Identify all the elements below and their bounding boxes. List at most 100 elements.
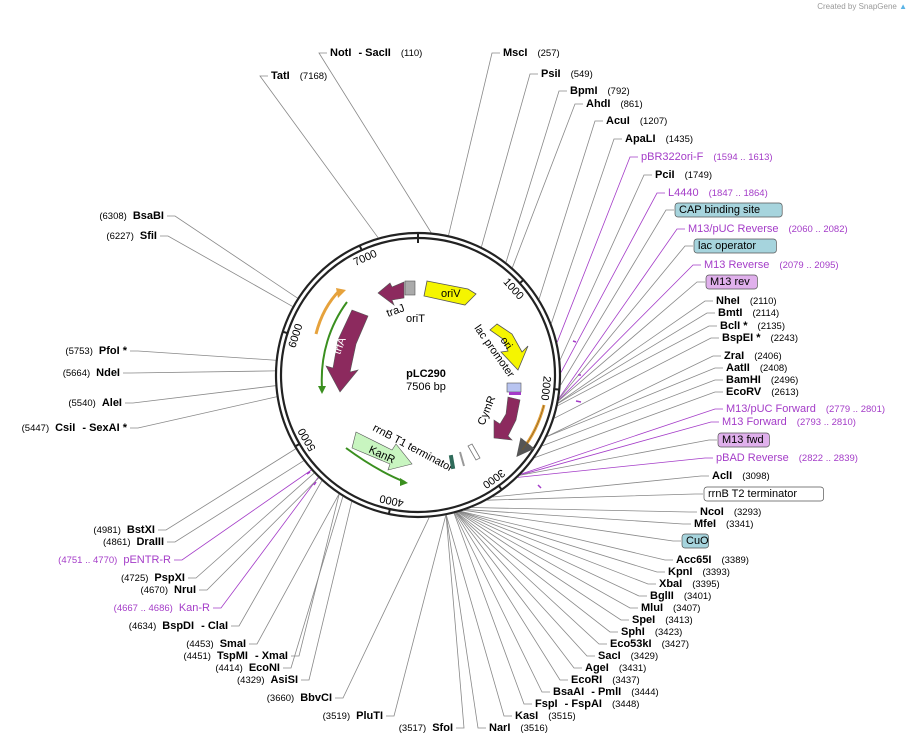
label-text: (3519)PluTI bbox=[323, 710, 383, 722]
tick-5000 bbox=[294, 442, 301, 448]
label-kpni: KpnI(3393) bbox=[668, 566, 730, 578]
label-sfii: (6227)SfiI bbox=[106, 230, 157, 242]
label-text: BamHI(2496) bbox=[726, 374, 798, 386]
green-orf-left bbox=[320, 301, 348, 389]
leader-line bbox=[456, 512, 618, 633]
tick-4000 bbox=[387, 507, 392, 515]
label-text: (4667 .. 4686)Kan-R bbox=[114, 602, 210, 614]
leader-line bbox=[505, 90, 567, 263]
label-ecorv: EcoRV(2613) bbox=[726, 386, 799, 398]
label-bbvci: (3660)BbvCI bbox=[267, 692, 332, 704]
label-cuo: CuO bbox=[681, 533, 709, 549]
label-aatii: AatII(2408) bbox=[726, 362, 787, 374]
label-tspmi: (4451)TspMI - XmaI bbox=[183, 650, 288, 662]
leader-line bbox=[481, 73, 538, 247]
label-text: BglII(3401) bbox=[650, 590, 711, 602]
leader-lines bbox=[123, 52, 723, 729]
label-pfoi: (5753)PfoI * bbox=[65, 345, 127, 357]
leader-line bbox=[534, 391, 723, 459]
label-text: (3517)SfoI bbox=[399, 722, 453, 734]
snapgene-credit: Created by SnapGene ▲ bbox=[817, 2, 907, 11]
orf-arrow-left-top-head bbox=[336, 288, 346, 298]
label-xbai: XbaI(3395) bbox=[659, 578, 720, 590]
label-text: (4861)DraIII bbox=[103, 536, 164, 548]
label-m13-reverse: M13 Reverse(2079 .. 2095) bbox=[704, 259, 839, 271]
leader-line bbox=[546, 367, 723, 437]
label-text: (4453)SmaI bbox=[186, 638, 246, 650]
label-text: SacI(3429) bbox=[598, 650, 658, 662]
leader-line bbox=[519, 439, 717, 476]
label-eco53ki: Eco53kI(3427) bbox=[610, 638, 689, 650]
label-econi: (4414)EcoNI bbox=[215, 662, 280, 674]
tick-label-7000: 7000 bbox=[352, 248, 379, 269]
leader-line bbox=[130, 396, 277, 429]
label-mlui: MluI(3407) bbox=[641, 602, 700, 614]
tick-label-4000: 4000 bbox=[378, 492, 404, 509]
label-acc65i: Acc65I(3389) bbox=[676, 554, 749, 566]
rrnb-t1-feature bbox=[448, 454, 456, 470]
tick-2000 bbox=[553, 388, 560, 391]
leader-line bbox=[456, 512, 607, 645]
label-fspi: FspI - FspAI(3448) bbox=[535, 698, 639, 710]
tick-label-3000: 3000 bbox=[480, 466, 507, 490]
label-text: M13 fwd bbox=[722, 434, 764, 446]
label-text: AhdI(861) bbox=[586, 98, 643, 110]
green-orf-bottom-head bbox=[400, 478, 408, 486]
trfA-label: trfA bbox=[332, 335, 349, 356]
primer-site-mark bbox=[509, 392, 521, 395]
label-text: KpnI(3393) bbox=[668, 566, 730, 578]
snapgene-logo-icon: ▲ bbox=[899, 2, 907, 11]
leader-line bbox=[213, 477, 319, 609]
label-ecori: EcoRI(3437) bbox=[571, 674, 640, 686]
label-text: AclI(3098) bbox=[712, 470, 770, 482]
leader-line bbox=[158, 448, 296, 531]
label-m13-forward: M13 Forward(2793 .. 2810) bbox=[722, 416, 856, 428]
leader-line bbox=[557, 325, 717, 407]
label-text: (4414)EcoNI bbox=[215, 662, 280, 674]
tick-label-2000: 2000 bbox=[538, 375, 552, 401]
leader-line bbox=[453, 513, 532, 705]
label-text: BsaAI - PmlI(3444) bbox=[553, 686, 659, 698]
label-text: XbaI(3395) bbox=[659, 578, 720, 590]
label-nari: NarI(3516) bbox=[489, 722, 548, 734]
tick-6000 bbox=[282, 330, 289, 335]
label-text: CuO bbox=[686, 535, 709, 547]
label-tati: TatI(7168) bbox=[271, 70, 327, 82]
label-text: M13/pUC Reverse(2060 .. 2082) bbox=[688, 223, 848, 235]
leader-line bbox=[445, 515, 512, 717]
leader-line bbox=[460, 511, 673, 561]
leader-line bbox=[445, 515, 486, 729]
label-nrui: (4670)NruI bbox=[141, 584, 196, 596]
label-alei: (5540)AleI bbox=[68, 397, 122, 409]
leader-line bbox=[550, 138, 622, 324]
leader-line bbox=[556, 156, 638, 343]
label-pcii: PciI(1749) bbox=[655, 169, 712, 181]
leader-line bbox=[454, 513, 550, 693]
leader-line bbox=[301, 501, 353, 681]
tick-marks bbox=[282, 233, 560, 515]
leader-line bbox=[558, 264, 701, 401]
trfA-feature bbox=[325, 309, 369, 393]
label-ahdi: AhdI(861) bbox=[586, 98, 643, 110]
leader-line bbox=[542, 379, 723, 447]
label-text: SphI(3423) bbox=[621, 626, 682, 638]
leader-line bbox=[492, 475, 709, 498]
label-text: (4329)AsiSI bbox=[237, 674, 298, 686]
label-bamhi: BamHI(2496) bbox=[726, 374, 798, 386]
leader-line bbox=[249, 493, 340, 645]
label-text: (4670)NruI bbox=[141, 584, 196, 596]
lac-uv5-feature bbox=[506, 382, 522, 393]
label-text: (5753)PfoI * bbox=[65, 345, 127, 357]
label-bmti: BmtI(2114) bbox=[718, 307, 779, 319]
tick-1000 bbox=[518, 279, 525, 285]
label-text: (5447)CsiI - SexAI * bbox=[22, 422, 128, 434]
label-text: (5540)AleI bbox=[68, 397, 122, 409]
label-pspxi: (4725)PspXI bbox=[121, 572, 185, 584]
label-spei: SpeI(3413) bbox=[632, 614, 693, 626]
label-text: lac operator bbox=[698, 240, 756, 252]
leader-line bbox=[471, 507, 697, 513]
label-text: (4751 .. 4770)pENTR-R bbox=[58, 554, 171, 566]
leader-line bbox=[199, 477, 319, 591]
leader-line bbox=[521, 408, 723, 475]
